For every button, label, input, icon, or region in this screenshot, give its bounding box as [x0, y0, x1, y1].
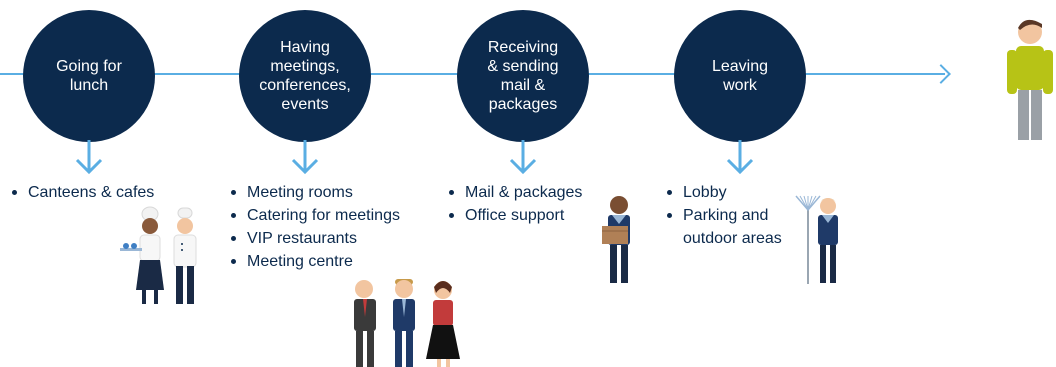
- stage-mail-packages: Receiving & sending mail & packages: [457, 10, 589, 142]
- list-item: Office support: [449, 204, 582, 227]
- stage-2-list: Meeting rooms Catering for meetings VIP …: [231, 181, 400, 273]
- list-item: Lobby: [667, 181, 782, 204]
- stage-3-list: Mail & packages Office support: [449, 181, 582, 227]
- stage-1-list: Canteens & cafes: [12, 181, 154, 204]
- list-item: Parking and outdoor areas: [667, 204, 782, 250]
- stage-leaving-work: Leaving work: [674, 10, 806, 142]
- down-arrow-icon: [291, 140, 319, 175]
- list-item: VIP restaurants: [231, 227, 400, 250]
- stage-4-list: Lobby Parking and outdoor areas: [667, 181, 782, 250]
- stage-label: Going for lunch: [56, 58, 122, 94]
- timeline-arrowhead-icon: [931, 64, 951, 84]
- stage-label: Leaving work: [711, 58, 769, 94]
- business-people-illustration: [354, 279, 460, 367]
- mail-worker-illustration: [602, 196, 630, 283]
- groundskeeper-illustration: [795, 195, 838, 284]
- list-item: Mail & packages: [449, 181, 582, 204]
- chefs-illustration: [120, 206, 197, 304]
- stage-label: Receiving & sending mail & packages: [487, 39, 559, 113]
- stage-going-for-lunch: Going for lunch: [23, 10, 155, 142]
- list-item: Meeting centre: [231, 250, 400, 273]
- down-arrow-icon: [509, 140, 537, 175]
- stage-label: Having meetings, conferences, events: [259, 39, 351, 113]
- list-item: Catering for meetings: [231, 204, 400, 227]
- down-arrow-icon: [75, 140, 103, 175]
- down-arrow-icon: [726, 140, 754, 175]
- stage-having-meetings: Having meetings, conferences, events: [239, 10, 371, 142]
- list-item: Meeting rooms: [231, 181, 400, 204]
- person-standing-illustration: [1007, 19, 1053, 140]
- list-item: Canteens & cafes: [12, 181, 154, 204]
